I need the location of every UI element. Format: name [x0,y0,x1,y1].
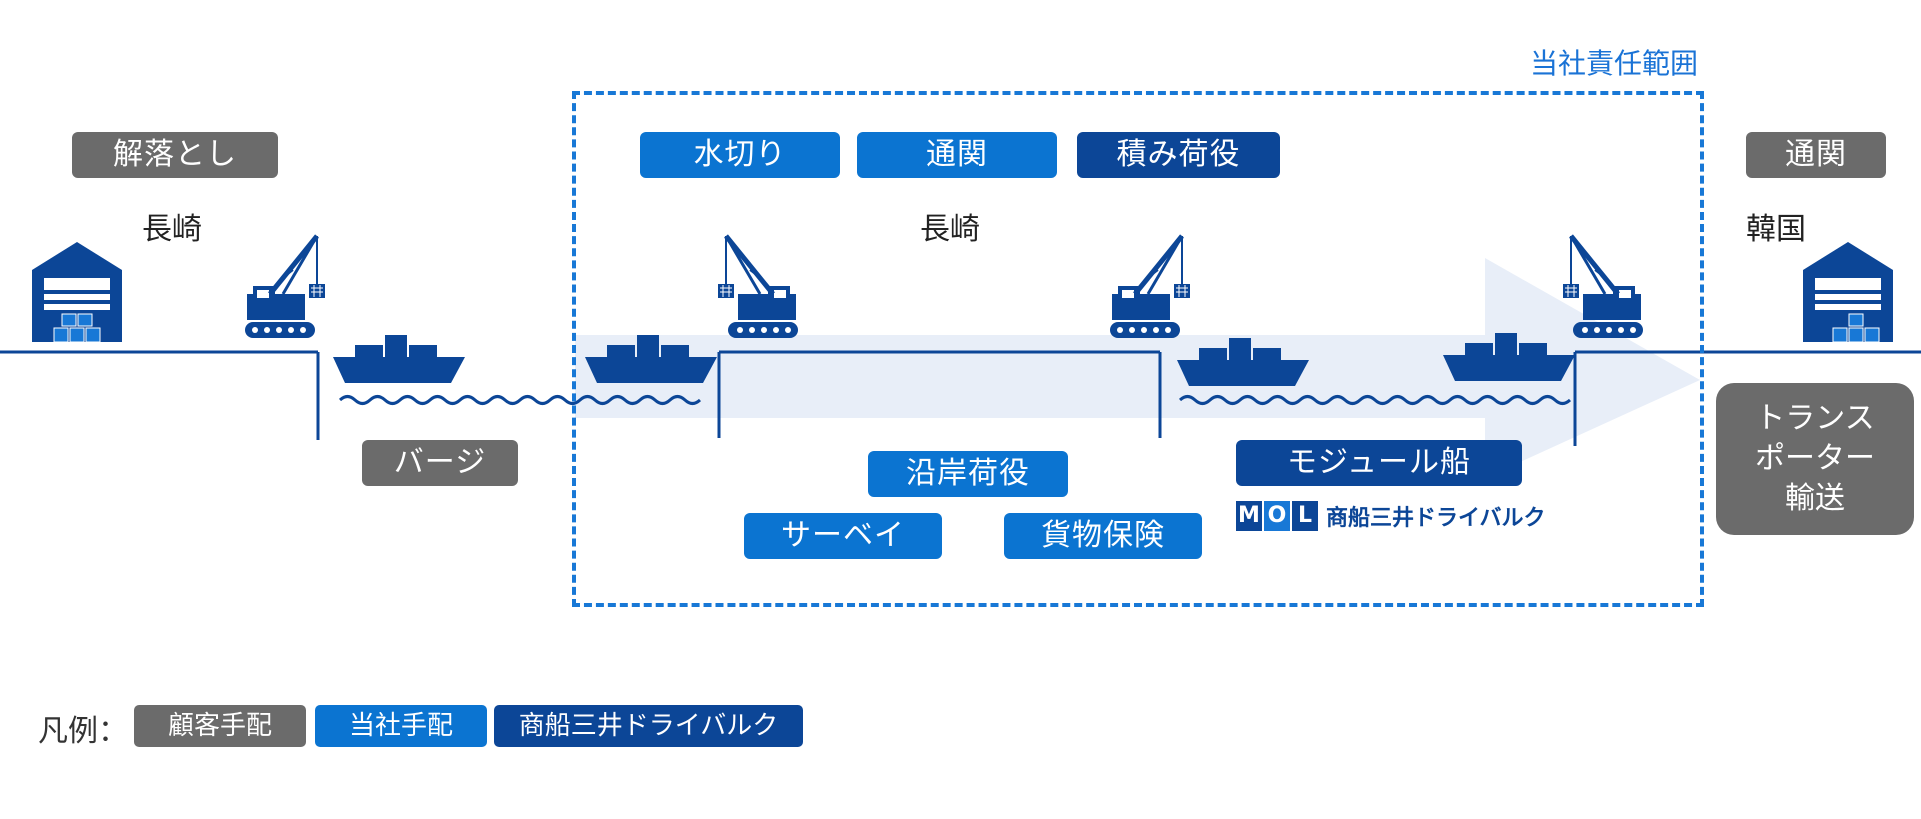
mol-name: 商船三井ドライバルク [1326,506,1546,531]
flow-arrow [575,258,1700,478]
badge-engan: 沿岸荷役 [868,451,1068,497]
ship-icon [585,335,717,383]
warehouse-icon [32,242,122,342]
place-korea: 韓国 [1746,212,1806,247]
mol-letter: L [1292,501,1318,531]
badge-barge: バージ [362,440,518,486]
mol-logo: M O L 商船三井ドライバルク [1236,501,1546,531]
responsibility-scope-box [572,91,1704,607]
badge-mizukiri: 水切り [640,132,840,178]
badge-kaiotoshi: 解落とし [72,132,278,178]
badge-tsukan: 通関 [857,132,1057,178]
wave-line [338,395,702,405]
warehouse-icon [1803,242,1893,342]
place-nagasaki: 長崎 [920,212,980,247]
badge-module-ship: モジュール船 [1236,440,1522,486]
badge-tsumi: 積み荷役 [1077,132,1280,178]
badge-survey: サーベイ [744,513,942,559]
legend-title: 凡例： [38,714,128,749]
legend-company: 当社手配 [315,705,487,747]
legend-customer: 顧客手配 [134,705,306,747]
ship-icon [333,335,465,383]
wave-line [1178,395,1572,405]
badge-tsukan-korea: 通関 [1746,132,1886,178]
transporter-line: 輸送 [1785,481,1845,516]
transporter-line: ポーター [1755,441,1875,476]
transporter-line: トランス [1755,401,1875,436]
badge-kamotsu: 貨物保険 [1004,513,1202,559]
mol-letter: M [1236,501,1262,531]
ship-icon [1177,338,1309,386]
transporter-box: トランス ポーター 輸送 [1716,383,1914,535]
place-nagasaki: 長崎 [142,212,202,247]
ship-icon [1443,333,1575,381]
mol-letter: O [1264,501,1290,531]
legend-mol: 商船三井ドライバルク [494,705,803,747]
crane-icon [225,232,335,342]
wave-icon [338,395,1572,405]
scope-label: 当社責任範囲 [1530,47,1699,80]
